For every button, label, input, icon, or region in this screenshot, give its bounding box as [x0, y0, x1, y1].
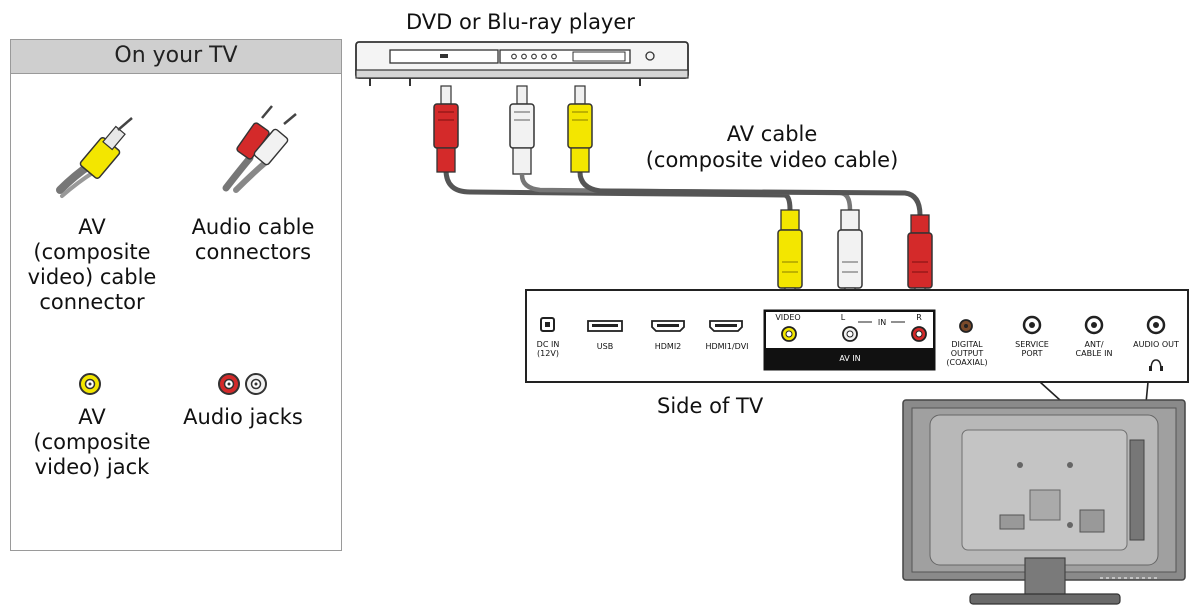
top-yellow-plug	[567, 85, 593, 173]
cable-label: AV cable (composite video cable)	[645, 122, 899, 172]
audio-jacks-label: Audio jacks	[183, 405, 303, 429]
port-label-hdmi2: HDMI2	[654, 342, 682, 351]
tv-side-label: Side of TV	[657, 394, 764, 418]
port-label-hdmi1: HDMI1/DVI	[705, 342, 749, 351]
port-label-dc-in: DC IN (12V)	[536, 340, 560, 358]
port-label-usb: USB	[596, 342, 614, 351]
av-connector-label: AV (composite video) cable connector	[27, 215, 157, 314]
av-jack-label: AV (composite video) jack	[33, 405, 151, 479]
port-label-ant: ANT/ CABLE IN	[1075, 340, 1113, 358]
av-cable	[443, 169, 923, 216]
top-red-plug	[433, 85, 459, 173]
audio-connector-label: Audio cable connectors	[191, 215, 315, 264]
dvd-player-device	[355, 41, 689, 86]
legend-header: On your TV	[11, 40, 341, 74]
port-label-audio-out: AUDIO OUT	[1133, 340, 1179, 349]
av-in-in-label: IN	[877, 318, 887, 327]
port-label-digital-output: DIGITAL OUTPUT (COAXIAL)	[946, 340, 988, 367]
audio-jacks-icon	[218, 373, 267, 395]
tv-back-illustration	[902, 399, 1186, 605]
av-in-left-label: L	[840, 313, 846, 322]
av-in-title: AV IN	[839, 354, 861, 363]
av-in-video-label: VIDEO	[775, 313, 801, 322]
player-label: DVD or Blu-ray player	[406, 10, 635, 34]
av-cable-connector-icon	[56, 117, 133, 198]
legend-panel: On your TV	[10, 39, 342, 551]
av-in-right-label: R	[916, 313, 922, 322]
audio-cable-connectors-icon	[222, 105, 297, 193]
top-white-plug	[509, 85, 535, 175]
av-jack-icon	[79, 373, 101, 395]
tv-side-panel	[525, 289, 1189, 383]
port-label-service: SERVICE PORT	[1015, 340, 1049, 358]
